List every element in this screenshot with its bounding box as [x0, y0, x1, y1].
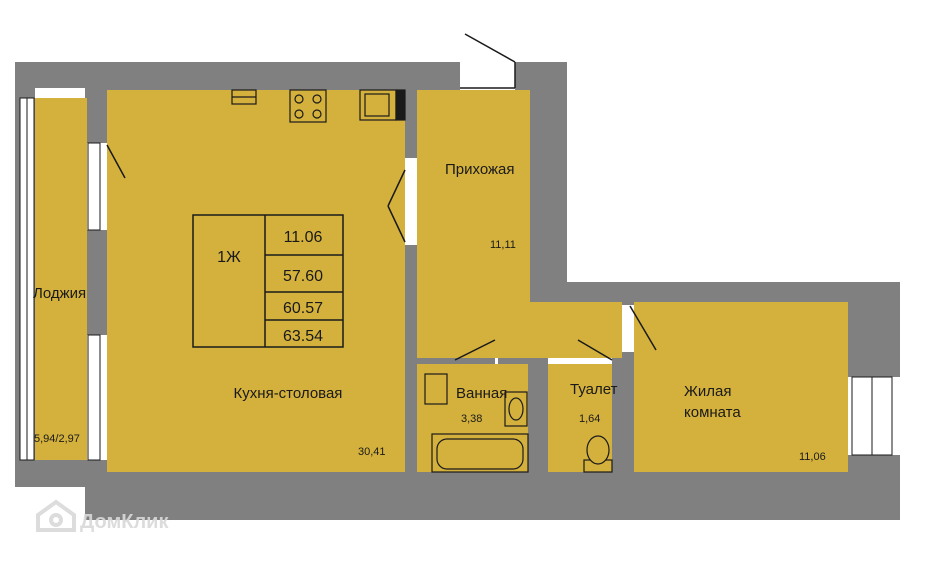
apartment-type: 1Ж — [217, 249, 241, 266]
walls — [15, 62, 900, 520]
toilet-area: 1,64 — [579, 413, 600, 425]
kitchen-floor — [107, 90, 405, 472]
total-area-value: 57.60 — [283, 268, 323, 285]
living-room-label-line1: Жилая — [684, 383, 731, 400]
area-summary-table — [192, 214, 344, 348]
bathroom-area: 3,38 — [461, 413, 482, 425]
toilet-label: Туалет — [570, 381, 618, 398]
kitchen-area: 30,41 — [358, 446, 386, 458]
living-room-label-line2: комната — [684, 404, 741, 421]
entrance-door — [460, 33, 516, 89]
living-room-area: 11,06 — [799, 451, 826, 463]
loggia-label: Лоджия — [33, 285, 86, 302]
hallway-area: 11,11 — [490, 239, 516, 251]
loggia-floor — [35, 98, 87, 460]
area-with-loggia-reduced-value: 60.57 — [283, 300, 323, 317]
stove-icon — [289, 89, 327, 123]
door-swings — [106, 144, 657, 361]
watermark-text: ДомКлик — [80, 511, 169, 533]
living-area-value: 11.06 — [284, 229, 323, 246]
watermark: ДомКлик — [36, 499, 169, 533]
kitchen-fixtures — [231, 89, 406, 123]
hallway-label: Прихожая — [445, 161, 515, 178]
kitchen-window-bottom — [87, 334, 101, 461]
living-floor — [634, 302, 848, 472]
area-with-loggia-full-value: 63.54 — [283, 328, 323, 345]
bathroom-label: Ванная — [456, 385, 507, 402]
kitchen-label: Кухня-столовая — [234, 385, 343, 402]
house-logo-icon — [36, 499, 76, 532]
windows — [19, 97, 893, 461]
washing-machine-icon — [424, 373, 448, 405]
kitchen-window-top — [87, 142, 101, 231]
bathroom-fixtures — [424, 373, 613, 473]
rooms — [35, 90, 848, 472]
loggia-area: 5,94/2,97 — [34, 433, 80, 445]
corridor-floor — [417, 302, 622, 358]
